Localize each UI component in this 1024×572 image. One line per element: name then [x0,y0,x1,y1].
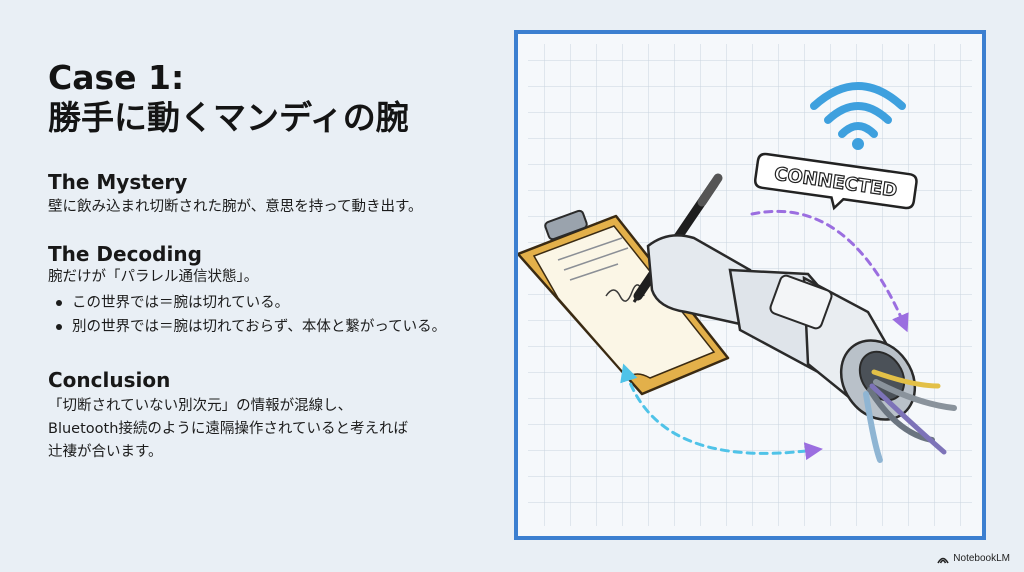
decoding-text: 腕だけが「パラレル通信状態」。 [48,269,259,285]
cables [863,369,957,463]
bullet-text: この世界では＝腕は切れている。 [72,295,290,311]
bullet-item: 別の世界では＝腕は切れておらず、本体と繋がっている。 [52,315,446,339]
conclusion-line-1: 「切断されていない別次元」の情報が混線し、 [48,398,353,414]
conclusion-heading: Conclusion [48,368,171,392]
notebooklm-logo-icon [937,557,949,563]
illustration: CONNECTED [518,44,972,526]
mystery-text: 壁に飲み込まれ切断された腕が、意思を持って動き出す。 [48,199,423,215]
robotic-arm [646,234,917,421]
brand-footer: NotebookLM [937,553,1010,564]
bullet-dot [56,300,62,306]
conclusion-line-3: 辻褄が合います。 [48,444,163,460]
decoding-heading: The Decoding [48,242,202,266]
illustration-panel: CONNECTED [514,30,986,540]
mystery-heading: The Mystery [48,170,188,194]
bullet-text: 別の世界では＝腕は切れておらず、本体と繋がっている。 [72,319,447,335]
bullet-dot [56,324,62,330]
title-line-1: Case 1: [48,58,185,97]
conclusion-line-2: Bluetooth接続のように遠隔操作されていると考えれば [48,421,408,437]
dashed-arrows [620,209,909,461]
wifi-icon [810,82,906,150]
conclusion-text: 「切断されていない別次元」の情報が混線し、 Bluetooth接続のように遠隔操… [48,395,408,464]
bullet-item: この世界では＝腕は切れている。 [52,291,446,315]
brand-label: NotebookLM [953,553,1010,564]
decoding-bullets: この世界では＝腕は切れている。 別の世界では＝腕は切れておらず、本体と繋がってい… [52,291,446,339]
slide-title: Case 1: 勝手に動くマンディの腕 [48,58,409,138]
title-line-2: 勝手に動くマンディの腕 [48,98,409,137]
clipboard [518,209,730,396]
